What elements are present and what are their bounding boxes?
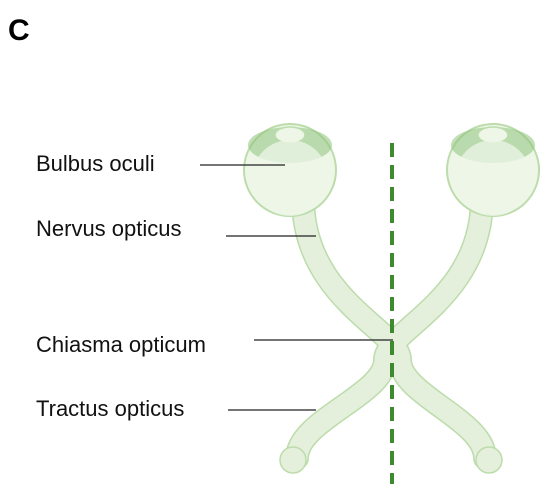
tract-end-left [280, 447, 306, 473]
label-chiasma-opticum: Chiasma opticum [36, 332, 206, 357]
right-eyeball [447, 124, 539, 216]
label-nervus-opticus: Nervus opticus [36, 216, 182, 241]
left-eyeball [244, 124, 336, 216]
label-bulbus-oculi: Bulbus oculi [36, 151, 155, 176]
right-eyeball-inner [455, 140, 531, 216]
panel-letter: C [8, 14, 30, 47]
left-eyeball-inner [252, 140, 328, 216]
label-tractus-opticus: Tractus opticus [36, 396, 184, 421]
tract-end-right [476, 447, 502, 473]
